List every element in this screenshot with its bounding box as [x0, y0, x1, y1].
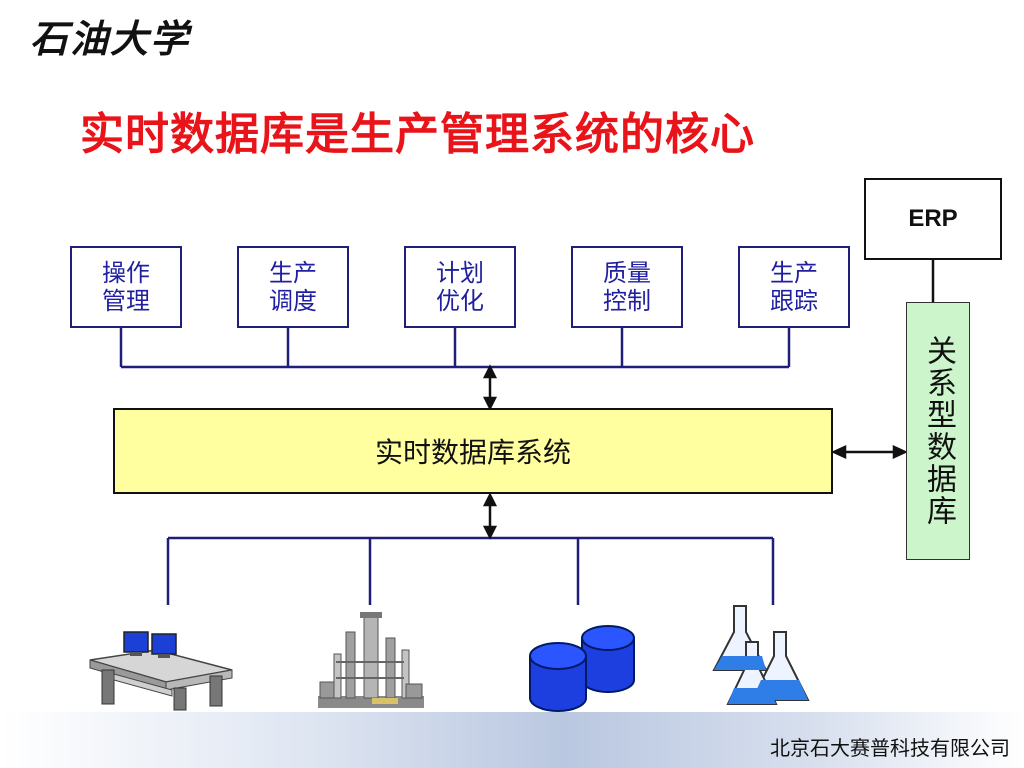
relational-database-box: 关系型数据库: [906, 302, 970, 560]
control-console-icon: [89, 631, 233, 711]
logo: 石油大学: [30, 16, 191, 61]
refinery-tower-icon: [318, 612, 424, 708]
database-cylinders-icon: [529, 625, 635, 712]
lab-flasks-icon: [712, 605, 810, 705]
footer-band: [0, 712, 1024, 768]
page-title: 实时数据库是生产管理系统的核心: [80, 109, 755, 160]
module-quality-control: 质量控制: [571, 246, 683, 328]
company-name: 北京石大赛普科技有限公司: [770, 736, 1010, 760]
erp-box: ERP: [864, 178, 1002, 260]
module-production-scheduling: 生产调度: [237, 246, 349, 328]
realtime-database-system: 实时数据库系统: [113, 408, 833, 494]
module-production-tracking: 生产跟踪: [738, 246, 850, 328]
module-operation-management: 操作管理: [70, 246, 182, 328]
module-plan-optimization: 计划优化: [404, 246, 516, 328]
